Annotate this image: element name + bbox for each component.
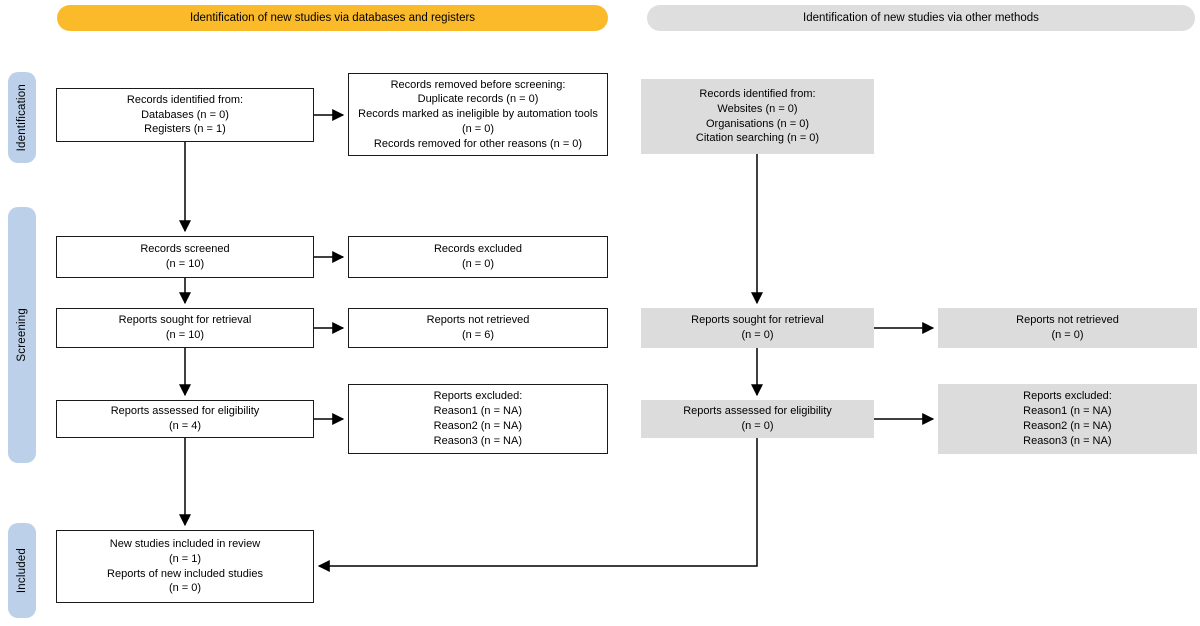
box-reports-sought-databases: Reports sought for retrieval(n = 10) [56,308,314,348]
box-reports-not-retrieved-other: Reports not retrieved(n = 0) [938,308,1197,348]
box-new-studies-included-text: New studies included in review(n = 1)Rep… [107,537,263,595]
box-reports-not-retrieved-databases-text: Reports not retrieved(n = 6) [426,314,530,341]
box-reports-sought-other: Reports sought for retrieval(n = 0) [641,308,874,348]
box-records-screened-text: Records screened(n = 10) [140,243,230,270]
box-reports-assessed-databases-text: Reports assessed for eligibility(n = 4) [110,405,260,432]
box-new-studies-included: New studies included in review(n = 1)Rep… [56,530,314,603]
box-reports-excluded-databases: Reports excluded:Reason1 (n = NA)Reason2… [348,384,608,454]
header-other-methods-label: Identification of new studies via other … [803,12,1039,24]
box-records-identified-databases-text: Records identified from:Databases (n = 0… [126,93,244,136]
box-reports-assessed-other: Reports assessed for eligibility(n = 0) [641,400,874,438]
box-records-excluded-text: Records excluded(n = 0) [433,243,523,270]
stage-tab-screening: Screening [8,207,36,463]
box-records-identified-other-text: Records identified from:Websites (n = 0)… [695,87,820,145]
box-reports-excluded-other-text: Reports excluded:Reason1 (n = NA)Reason2… [1023,390,1112,447]
header-databases-registers-label: Identification of new studies via databa… [189,12,476,24]
stage-tab-identification: Identification [8,72,36,163]
box-records-identified-other: Records identified from:Websites (n = 0)… [641,79,874,154]
box-reports-excluded-databases-text: Reports excluded:Reason1 (n = NA)Reason2… [433,390,523,447]
box-records-screened: Records screened(n = 10) [56,236,314,278]
box-reports-excluded-other: Reports excluded:Reason1 (n = NA)Reason2… [938,384,1197,454]
header-other-methods: Identification of new studies via other … [647,5,1195,31]
header-databases-registers: Identification of new studies via databa… [57,5,608,31]
stage-label-identification: Identification [16,83,28,152]
box-records-identified-databases: Records identified from:Databases (n = 0… [56,88,314,142]
stage-label-screening: Screening [16,308,28,362]
box-reports-assessed-other-text: Reports assessed for eligibility(n = 0) [683,405,832,432]
box-records-removed-text: Records removed before screening:Duplica… [358,78,598,150]
box-reports-not-retrieved-databases: Reports not retrieved(n = 6) [348,308,608,348]
box-reports-sought-databases-text: Reports sought for retrieval(n = 10) [118,314,252,341]
box-records-excluded: Records excluded(n = 0) [348,236,608,278]
stage-tab-included: Included [8,523,36,618]
box-reports-sought-other-text: Reports sought for retrieval(n = 0) [691,314,824,341]
stage-label-included: Included [16,547,28,594]
box-reports-assessed-databases: Reports assessed for eligibility(n = 4) [56,400,314,438]
arrow-other-assessed-to-included [317,438,758,572]
box-records-removed: Records removed before screening:Duplica… [348,73,608,156]
box-reports-not-retrieved-other-text: Reports not retrieved(n = 0) [1016,314,1119,341]
